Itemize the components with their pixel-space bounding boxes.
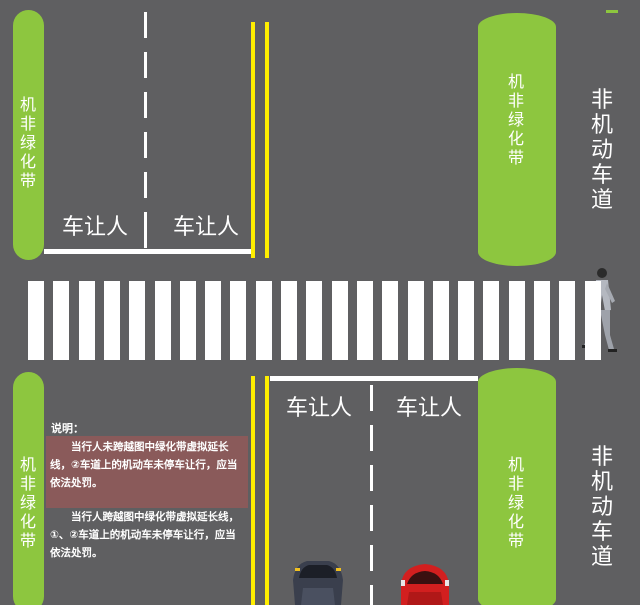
upper-lane-divider-dash — [144, 52, 147, 78]
crosswalk-stripe — [508, 281, 525, 360]
lower-lane-divider-dash — [370, 505, 373, 531]
red-car-icon — [401, 564, 449, 605]
upper-center-line-left — [251, 22, 255, 258]
lower-lane-divider-dash — [370, 545, 373, 571]
upper-stop-line — [44, 249, 252, 254]
crosswalk-stripe — [534, 281, 550, 360]
crosswalk-stripe — [154, 281, 171, 360]
crosswalk-stripe — [281, 281, 297, 360]
upper-lane-divider-dash — [144, 212, 147, 248]
crosswalk-stripe — [306, 281, 323, 360]
crosswalk-stripe — [382, 281, 399, 360]
lower-center-line-left — [251, 376, 255, 605]
lower-lane-divider-dash — [370, 425, 373, 451]
upper-lane-divider-dash — [144, 172, 147, 198]
top-right-marker — [606, 10, 618, 13]
crosswalk-stripe — [255, 281, 272, 360]
crosswalk-stripe — [179, 281, 196, 360]
lower-lane-divider-dash — [370, 465, 373, 491]
crosswalk-stripe — [205, 281, 222, 360]
dark-car-icon — [293, 561, 343, 605]
lower-lane-divider-dash — [370, 585, 373, 605]
note-highlight-box — [46, 436, 248, 508]
crosswalk-stripe — [559, 281, 576, 360]
note-item-1: 当行人未跨越图中绿化带虚拟延长线，②车道上的机动车未停车让行，应当依法处罚。 — [50, 441, 238, 489]
crosswalk-stripe — [78, 281, 95, 360]
yield-label-lower-lane-1: 车让人 — [286, 396, 353, 421]
green-belt-bottom-left — [13, 372, 44, 605]
crosswalk-stripe — [53, 281, 70, 360]
crosswalk-stripe — [28, 281, 44, 360]
crosswalk-stripe — [103, 281, 120, 360]
green-belt-bottom-right — [478, 368, 556, 605]
crosswalk-stripe — [483, 281, 500, 360]
note-title: 说明： — [51, 422, 84, 435]
green-belt-top-left — [13, 10, 44, 260]
non-motor-lane-label-top: 非机动车道 — [590, 88, 613, 213]
lower-lane-divider-dash — [370, 385, 373, 411]
yield-label-upper-lane-2: 车让人 — [173, 215, 240, 240]
green-belt-label-top-right: 机非绿化带 — [507, 72, 524, 167]
upper-lane-divider-dash — [144, 132, 147, 158]
upper-lane-divider-dash — [144, 92, 147, 118]
crosswalk-stripe — [407, 281, 424, 360]
note-item-2: 当行人跨越图中绿化带虚拟延长线，①、②车道上的机动车未停车让行，应当依法处罚。 — [50, 511, 239, 559]
crosswalk-stripe — [331, 281, 348, 360]
crosswalk-stripe — [230, 281, 247, 360]
yield-label-lower-lane-2: 车让人 — [396, 396, 463, 421]
green-belt-top-right — [478, 13, 556, 266]
crosswalk-stripe — [584, 281, 601, 360]
upper-lane-divider-dash — [144, 12, 147, 38]
upper-center-line-right — [265, 22, 269, 258]
green-belt-label-bottom-right: 机非绿化带 — [507, 455, 524, 550]
green-belt-label-top-left: 机非绿化带 — [19, 95, 36, 190]
green-belt-label-bottom-left: 机非绿化带 — [19, 455, 36, 550]
lower-center-line-right — [265, 376, 269, 605]
crosswalk-stripe — [129, 281, 146, 360]
yield-label-upper-lane-1: 车让人 — [62, 215, 129, 240]
crosswalk-stripe — [432, 281, 449, 360]
non-motor-lane-label-bottom: 非机动车道 — [590, 445, 613, 570]
crosswalk-stripe — [356, 281, 373, 360]
lower-stop-line — [270, 376, 478, 381]
crosswalk-stripe — [458, 281, 475, 360]
